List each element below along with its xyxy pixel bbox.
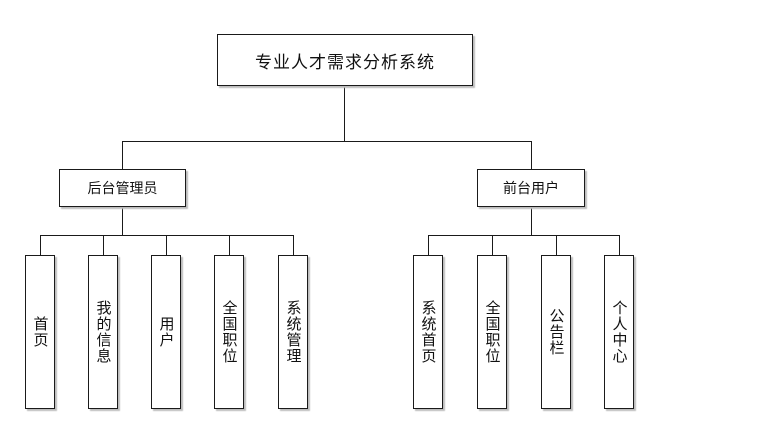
admin-leaf-home: 首页 xyxy=(25,255,55,409)
connector-admin-leaf-3 xyxy=(166,235,167,255)
user-leaf-national-jobs-label: 全国职位 xyxy=(483,300,502,364)
connector-admin-leaf-2 xyxy=(103,235,104,255)
root-label: 专业人才需求分析系统 xyxy=(255,52,435,73)
connector-top-horizontal xyxy=(122,141,532,142)
connector-admin-horizontal xyxy=(40,235,294,236)
admin-leaf-national-jobs: 全国职位 xyxy=(214,255,244,409)
admin-node: 后台管理员 xyxy=(59,169,186,207)
connector-user-leaf-2 xyxy=(492,235,493,255)
connector-admin-up xyxy=(122,141,123,169)
connector-user-up xyxy=(531,141,532,169)
connector-user-leaf-4 xyxy=(619,235,620,255)
admin-leaf-home-label: 首页 xyxy=(31,316,50,348)
user-leaf-national-jobs: 全国职位 xyxy=(477,255,507,409)
user-leaf-personal-center: 个人中心 xyxy=(604,255,634,409)
connector-root-down xyxy=(344,86,345,142)
connector-user-leaf-1 xyxy=(428,235,429,255)
connector-user-down xyxy=(531,207,532,236)
user-leaf-bulletin-board-label: 公告栏 xyxy=(547,308,566,356)
frontend-user-label: 前台用户 xyxy=(503,181,559,197)
admin-leaf-national-jobs-label: 全国职位 xyxy=(220,300,239,364)
admin-leaf-my-info-label: 我的信息 xyxy=(94,300,113,364)
connector-admin-leaf-1 xyxy=(40,235,41,255)
user-leaf-personal-center-label: 个人中心 xyxy=(610,300,629,364)
admin-leaf-users-label: 用户 xyxy=(157,316,176,348)
admin-label: 后台管理员 xyxy=(87,181,158,197)
admin-leaf-system-management-label: 系统管理 xyxy=(284,300,303,364)
frontend-user-node: 前台用户 xyxy=(477,169,585,207)
admin-leaf-system-management: 系统管理 xyxy=(278,255,308,409)
connector-user-leaf-3 xyxy=(556,235,557,255)
user-leaf-bulletin-board: 公告栏 xyxy=(541,255,571,409)
user-leaf-system-home: 系统首页 xyxy=(413,255,443,409)
connector-user-horizontal xyxy=(428,235,620,236)
connector-admin-down xyxy=(122,207,123,236)
admin-leaf-my-info: 我的信息 xyxy=(88,255,118,409)
connector-admin-leaf-5 xyxy=(293,235,294,255)
admin-leaf-users: 用户 xyxy=(151,255,181,409)
root-node: 专业人才需求分析系统 xyxy=(217,34,473,86)
connector-admin-leaf-4 xyxy=(229,235,230,255)
user-leaf-system-home-label: 系统首页 xyxy=(419,300,438,364)
